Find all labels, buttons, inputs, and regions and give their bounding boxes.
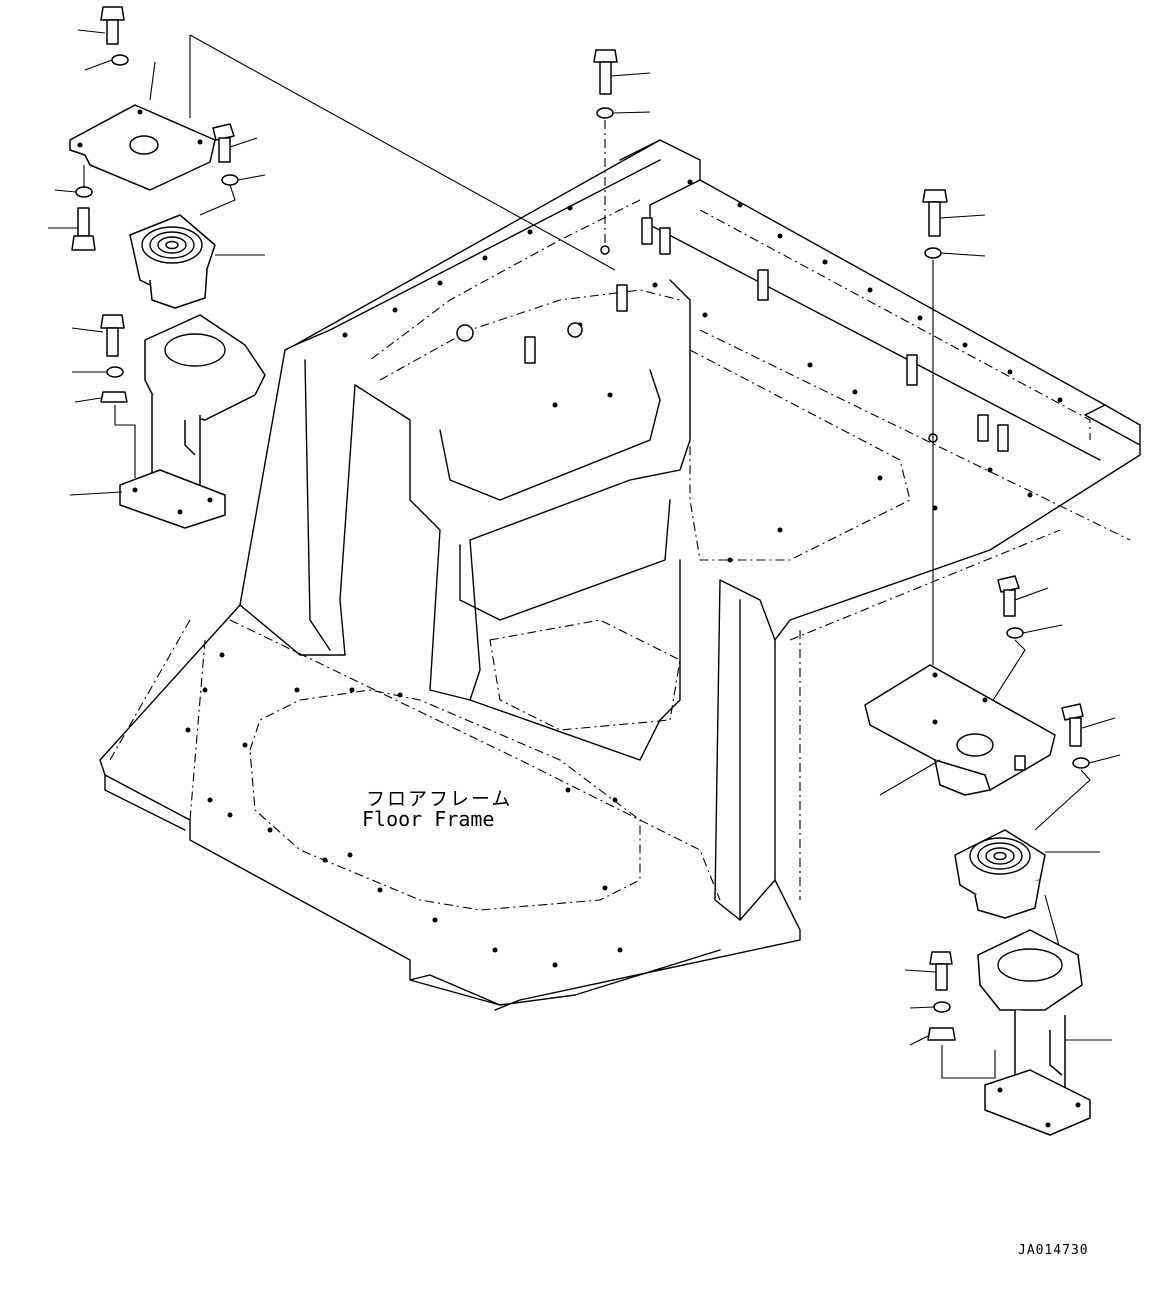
floor-frame [99,139,1141,1011]
center-bolt-assembly [593,49,651,245]
right-mount-assembly [864,575,1121,1136]
floor-frame-label-japanese: フロアフレーム [366,788,513,810]
right-top-bolt-assembly [922,189,986,665]
floor-frame-label-english: Floor Frame [362,807,495,831]
left-mount-assembly [48,6,616,529]
drawing-code: JA014730 [1018,1243,1089,1258]
